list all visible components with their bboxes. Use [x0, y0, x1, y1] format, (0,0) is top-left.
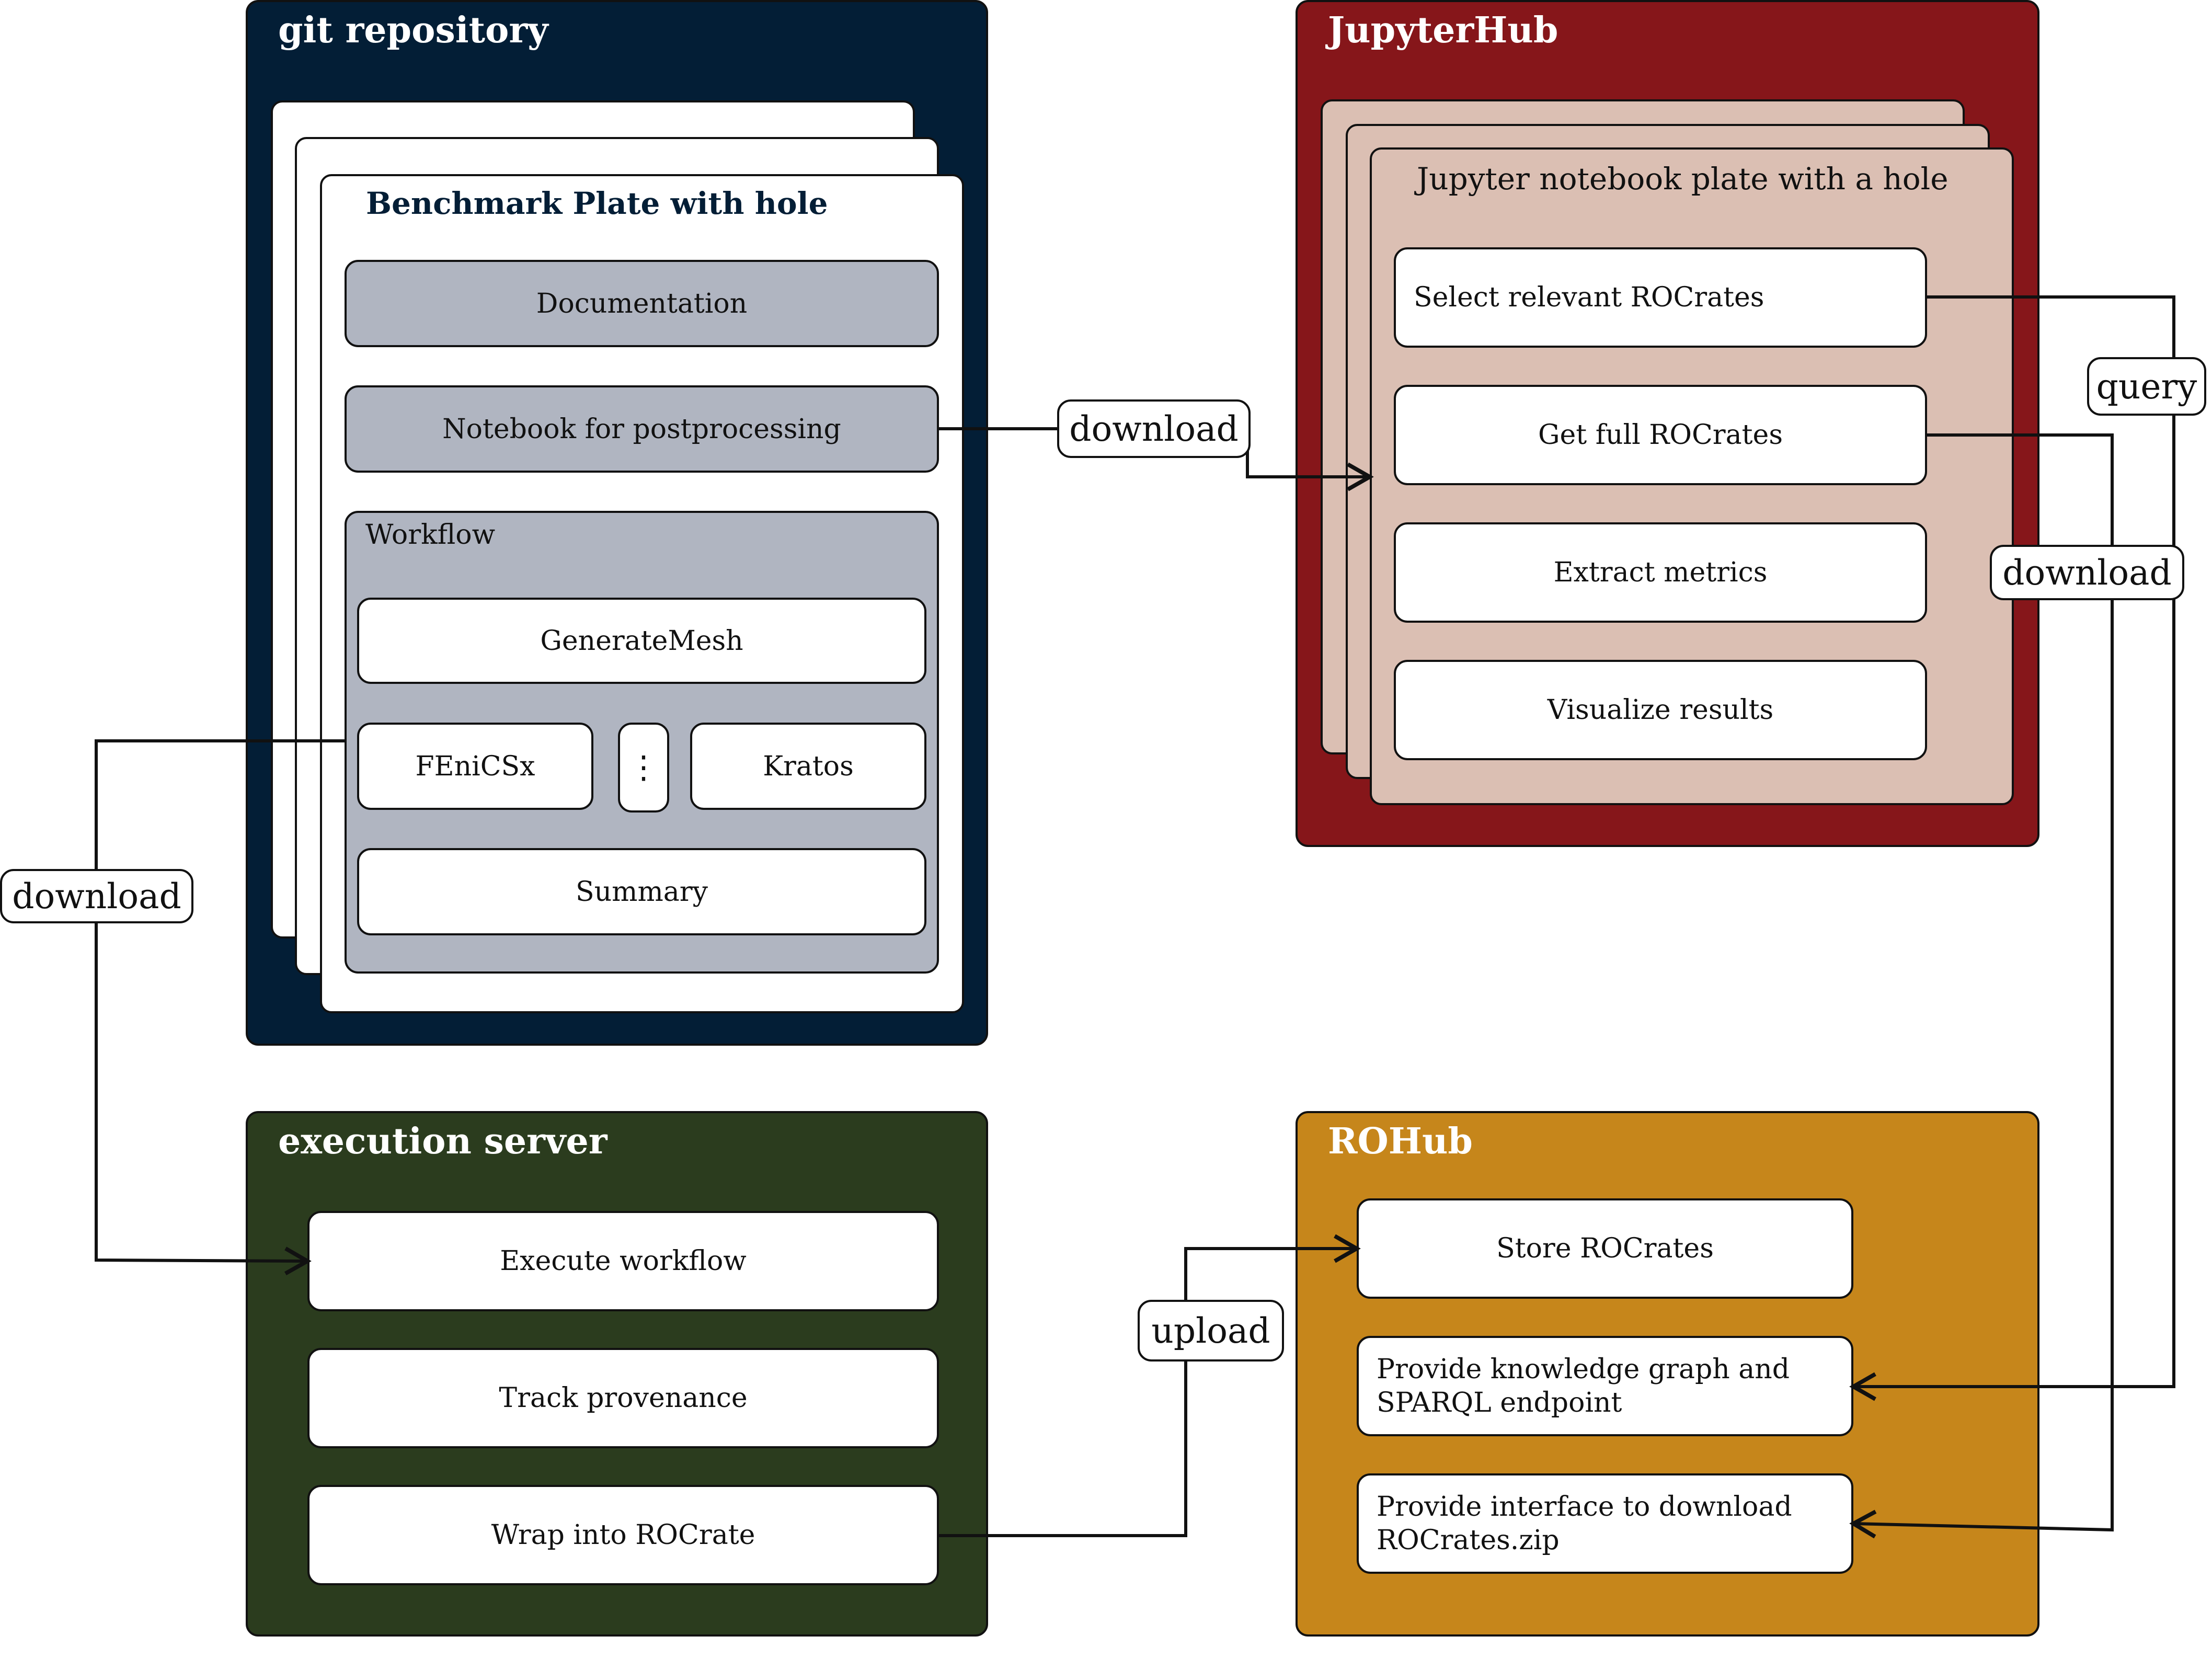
- upload-label: upload: [1138, 1300, 1284, 1361]
- download-rocrates-label: download: [1990, 545, 2184, 600]
- ellipsis-box: ⋮: [618, 723, 669, 813]
- rohub-title: ROHub: [1328, 1120, 1473, 1162]
- connector-wrap-to-store: [939, 1234, 1361, 1537]
- execution-server-title: execution server: [278, 1120, 608, 1162]
- download-interface-line-2: ROCrates.zip: [1377, 1525, 1560, 1556]
- documentation-box: Documentation: [345, 260, 939, 347]
- track-provenance-box: Track provenance: [307, 1348, 939, 1448]
- summary-box: Summary: [357, 848, 926, 935]
- extract-metrics-box: Extract metrics: [1394, 522, 1927, 623]
- jupyter-card-title: Jupyter notebook plate with a hole: [1417, 161, 1949, 197]
- git-repository-title: git repository: [278, 9, 548, 51]
- jupyterhub-title: JupyterHub: [1328, 9, 1558, 51]
- download-notebook-label: download: [1057, 399, 1251, 458]
- generate-mesh-box: GenerateMesh: [357, 598, 926, 684]
- knowledge-graph-box: Provide knowledge graph and SPARQL endpo…: [1357, 1336, 1853, 1436]
- download-workflow-label: download: [0, 869, 193, 923]
- select-rocrates-box: Select relevant ROCrates: [1394, 247, 1927, 348]
- knowledge-graph-line-2: SPARQL endpoint: [1377, 1387, 1622, 1418]
- connector-select-to-knowledge-graph: [1849, 295, 2175, 1401]
- fenicsx-box: FEniCSx: [357, 723, 593, 810]
- wrap-rocrate-box: Wrap into ROCrate: [307, 1485, 939, 1585]
- connector-workflow-to-execution: [95, 739, 345, 1276]
- download-interface-box: Provide interface to download ROCrates.z…: [1357, 1473, 1853, 1574]
- query-label: query: [2087, 357, 2206, 416]
- download-interface-line-1: Provide interface to download: [1377, 1491, 1792, 1523]
- workflow-label: Workflow: [365, 519, 496, 551]
- notebook-postprocessing-box: Notebook for postprocessing: [345, 385, 939, 473]
- visualize-results-box: Visualize results: [1394, 660, 1927, 760]
- knowledge-graph-line-1: Provide knowledge graph and: [1377, 1354, 1790, 1385]
- execute-workflow-box: Execute workflow: [307, 1211, 939, 1311]
- kratos-box: Kratos: [690, 723, 926, 810]
- connector-get-full-to-interface: [1849, 433, 2114, 1539]
- store-rocrates-box: Store ROCrates: [1357, 1198, 1853, 1299]
- get-full-rocrates-box: Get full ROCrates: [1394, 385, 1927, 485]
- benchmark-card-title: Benchmark Plate with hole: [366, 186, 828, 221]
